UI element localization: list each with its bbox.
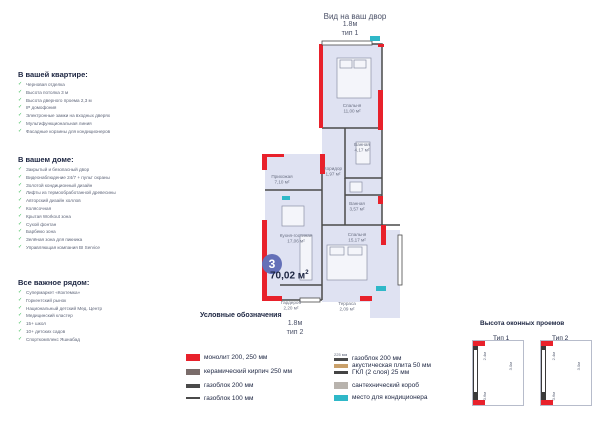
swatch-gas200 — [186, 384, 200, 388]
window-heights-title: Высота оконных проемов — [480, 320, 565, 327]
feature-item: Крытая Workout зона — [18, 213, 116, 221]
room-name: Прихожая — [271, 174, 293, 179]
room-area: 2,09 м² — [340, 307, 355, 312]
feature-item: Электронные замки на входных дверях — [18, 112, 110, 120]
room-area: 11,00 м² — [343, 109, 361, 114]
swatch-gas200-b — [334, 358, 348, 361]
type2-dim-a: 2.4м — [551, 352, 556, 361]
feature-item: Золотой кондиционный дизайн — [18, 182, 116, 190]
legend-ac: место для кондиционера — [352, 394, 428, 401]
feature-item: Супермаркет «Коктемка» — [18, 289, 102, 297]
flat-number-badge: 3 — [262, 254, 282, 274]
type1-dim-c: 0.6м — [482, 392, 487, 401]
swatch-brick — [186, 369, 200, 375]
nearby-list: Супермаркет «Коктемка»Горкентский рынокН… — [18, 289, 102, 344]
feature-item: Зелёная зона для пикника — [18, 236, 116, 244]
room-name: Спальня — [348, 232, 367, 237]
feature-item: Лифты из термообработанной древесины — [18, 189, 116, 197]
type1-dim-b: 3.0м — [508, 362, 513, 371]
feature-item: Барбекю зона — [18, 228, 116, 236]
flat-area: 70,02 м2 — [270, 270, 309, 282]
feature-item: Управляющая компания BI Service — [18, 244, 116, 252]
legend-monolith: монолит 200, 250 мм — [204, 354, 268, 361]
feature-item: IP домофония — [18, 104, 110, 112]
room-name: Терраса — [338, 301, 356, 306]
type2-dim-c: 0.6м — [551, 392, 556, 401]
feature-item: 10+ детских садов — [18, 328, 102, 336]
house-features-title: В вашем доме: — [18, 155, 74, 164]
house-features-list: Закрытый и безопасный дворВидеонаблюдени… — [18, 166, 116, 252]
feature-item: Сухой фонтан — [18, 221, 116, 229]
room-name: Спальня — [343, 103, 362, 108]
legend-gas200-b: газоблок 200 мм — [352, 355, 402, 362]
swatch-gkl — [334, 371, 348, 374]
room-name: Коридор — [324, 166, 343, 171]
window-type1-label: Тип 1 — [493, 335, 510, 342]
room-area: 15,17 м² — [348, 238, 366, 243]
apartment-features-title: В вашей квартире: — [18, 70, 88, 79]
apartment-features-list: Черновая отделкаВысота потолка 3 мВысота… — [18, 81, 110, 136]
room-name: Ванная — [349, 201, 365, 206]
legend-gas100: газоблок 100 мм — [204, 395, 254, 402]
room-area: 1,97 м² — [326, 172, 341, 177]
window-type2-diagram — [540, 340, 592, 406]
window-openings — [299, 40, 403, 303]
feature-item: Фасадные корзины для кондиционеров — [18, 128, 110, 136]
feature-item: Национальный детский Мед. Центр — [18, 305, 102, 313]
feature-item: Высота потолка 3 м — [18, 89, 110, 97]
nearby-title: Все важное рядом: — [18, 278, 90, 287]
room-area: 7,10 м² — [275, 180, 290, 185]
bottom-window-type: тип 2 — [286, 329, 304, 336]
feature-item: Закрытый и безопасный двор — [18, 166, 116, 174]
feature-item: Спорткомплекс Яшнабад — [18, 336, 102, 344]
swatch-monolith — [186, 354, 200, 361]
legend-acoustic: акустическая плита 50 мм — [352, 362, 431, 369]
feature-item: Медицинский кластер — [18, 312, 102, 320]
room-name: Кухня-гостиная — [280, 233, 313, 238]
room-name: Гардероб — [281, 300, 302, 305]
room-name: Ванная — [354, 142, 370, 147]
bottom-window-size: 1.8м — [287, 320, 303, 327]
type2-dim-b: 3.0м — [576, 362, 581, 371]
feature-item: Авторский дизайн холлов — [18, 197, 116, 205]
swatch-sanitary — [334, 382, 348, 389]
top-window-type: тип 1 — [341, 30, 359, 37]
swatch-gas100 — [186, 397, 200, 399]
feature-item: Горкентский рынок — [18, 297, 102, 305]
room-area: 3,57 м² — [350, 207, 365, 212]
legend-dim-label: 225 мм — [334, 352, 348, 357]
legend-sanitary: сантехнический короб — [352, 382, 419, 389]
room-area: 4,17 м² — [355, 148, 370, 153]
feature-item: Колясочная — [18, 205, 116, 213]
room-area: 2,20 м² — [284, 306, 299, 311]
type1-dim-a: 2.4м — [482, 352, 487, 361]
feature-item: 15+ школ — [18, 320, 102, 328]
window-type1-diagram — [472, 340, 524, 406]
top-window-size: 1.8м — [342, 21, 358, 28]
legend-title: Условные обозначения — [200, 312, 282, 319]
legend-gkl: ГКЛ (2 слоя) 25 мм — [352, 369, 410, 376]
swatch-ac — [334, 395, 348, 401]
feature-item: Мультифункциональная линия — [18, 120, 110, 128]
view-caption: Вид на ваш двор — [323, 12, 387, 21]
legend-gas200: газоблок 200 мм — [204, 382, 254, 389]
feature-item: Высота дверного проема 2,3 м — [18, 97, 110, 105]
room-area: 17,06 м² — [287, 239, 305, 244]
feature-item: Видеонаблюдение 24/7 + пульт охраны — [18, 174, 116, 182]
feature-item: Черновая отделка — [18, 81, 110, 89]
ac-places — [282, 36, 386, 291]
window-type2-label: Тип 2 — [552, 335, 569, 342]
swatch-acoustic — [334, 364, 348, 368]
legend-brick: керамический кирпич 250 мм — [204, 368, 293, 375]
furniture — [281, 57, 372, 281]
